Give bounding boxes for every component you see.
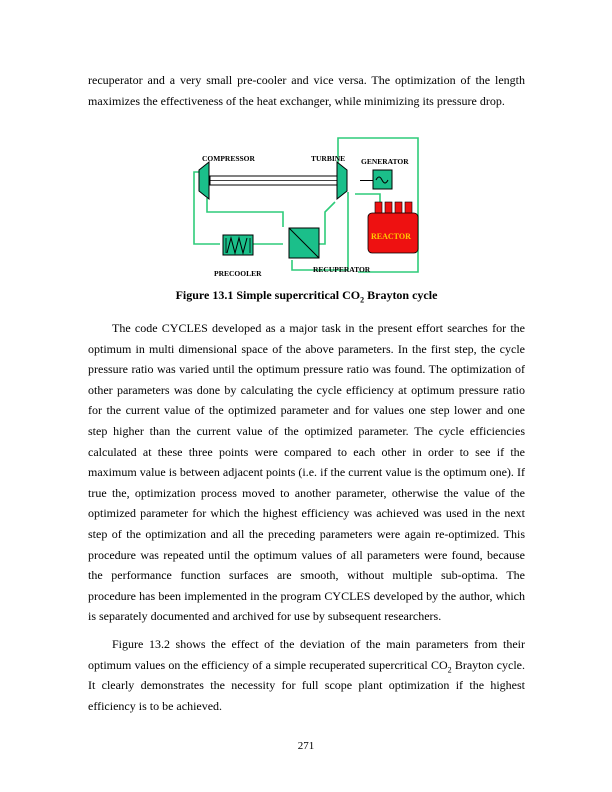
compressor-icon [198,160,210,201]
figure-caption: Figure 13.1 Simple supercritical CO2 Bra… [88,288,525,305]
caption-text: Figure 13.1 Simple supercritical CO [175,288,361,302]
compressor-label: COMPRESSOR [202,154,256,163]
brayton-cycle-figure: COMPRESSOR TURBINE GENERATOR REACTOR [180,132,435,282]
page-number: 271 [297,740,315,752]
reactor-label: REACTOR [371,232,411,241]
p3-text-end: Brayton cycle. It clearly demonstrates t… [88,657,525,713]
paragraph-intro: recuperator and a very small pre-cooler … [88,73,525,108]
cycle-diagram: COMPRESSOR TURBINE GENERATOR REACTOR [193,137,419,278]
recuperator-icon [288,227,320,259]
paragraph-figure-13-2: Figure 13.2 shows the effect of the devi… [88,634,525,716]
generator-symbol [375,176,389,184]
precooler-label: PRECOOLER [214,269,262,278]
paragraph-cycles-code: The code CYCLES developed as a major tas… [88,321,525,624]
turbine-icon [336,160,348,201]
turbine-label: TURBINE [311,154,345,163]
p3-text: Figure 13.2 shows the effect of the devi… [88,637,525,672]
caption-text-end: Brayton cycle [364,288,438,302]
precooler-icon [222,234,254,256]
reactor-icon [367,201,419,254]
p3-subscript: 2 [447,664,452,674]
caption-subscript: 2 [360,295,365,305]
recuperator-label: RECUPERATOR [313,265,371,274]
shaft [209,175,338,186]
generator-label: GENERATOR [361,157,409,166]
generator-icon [372,169,393,190]
